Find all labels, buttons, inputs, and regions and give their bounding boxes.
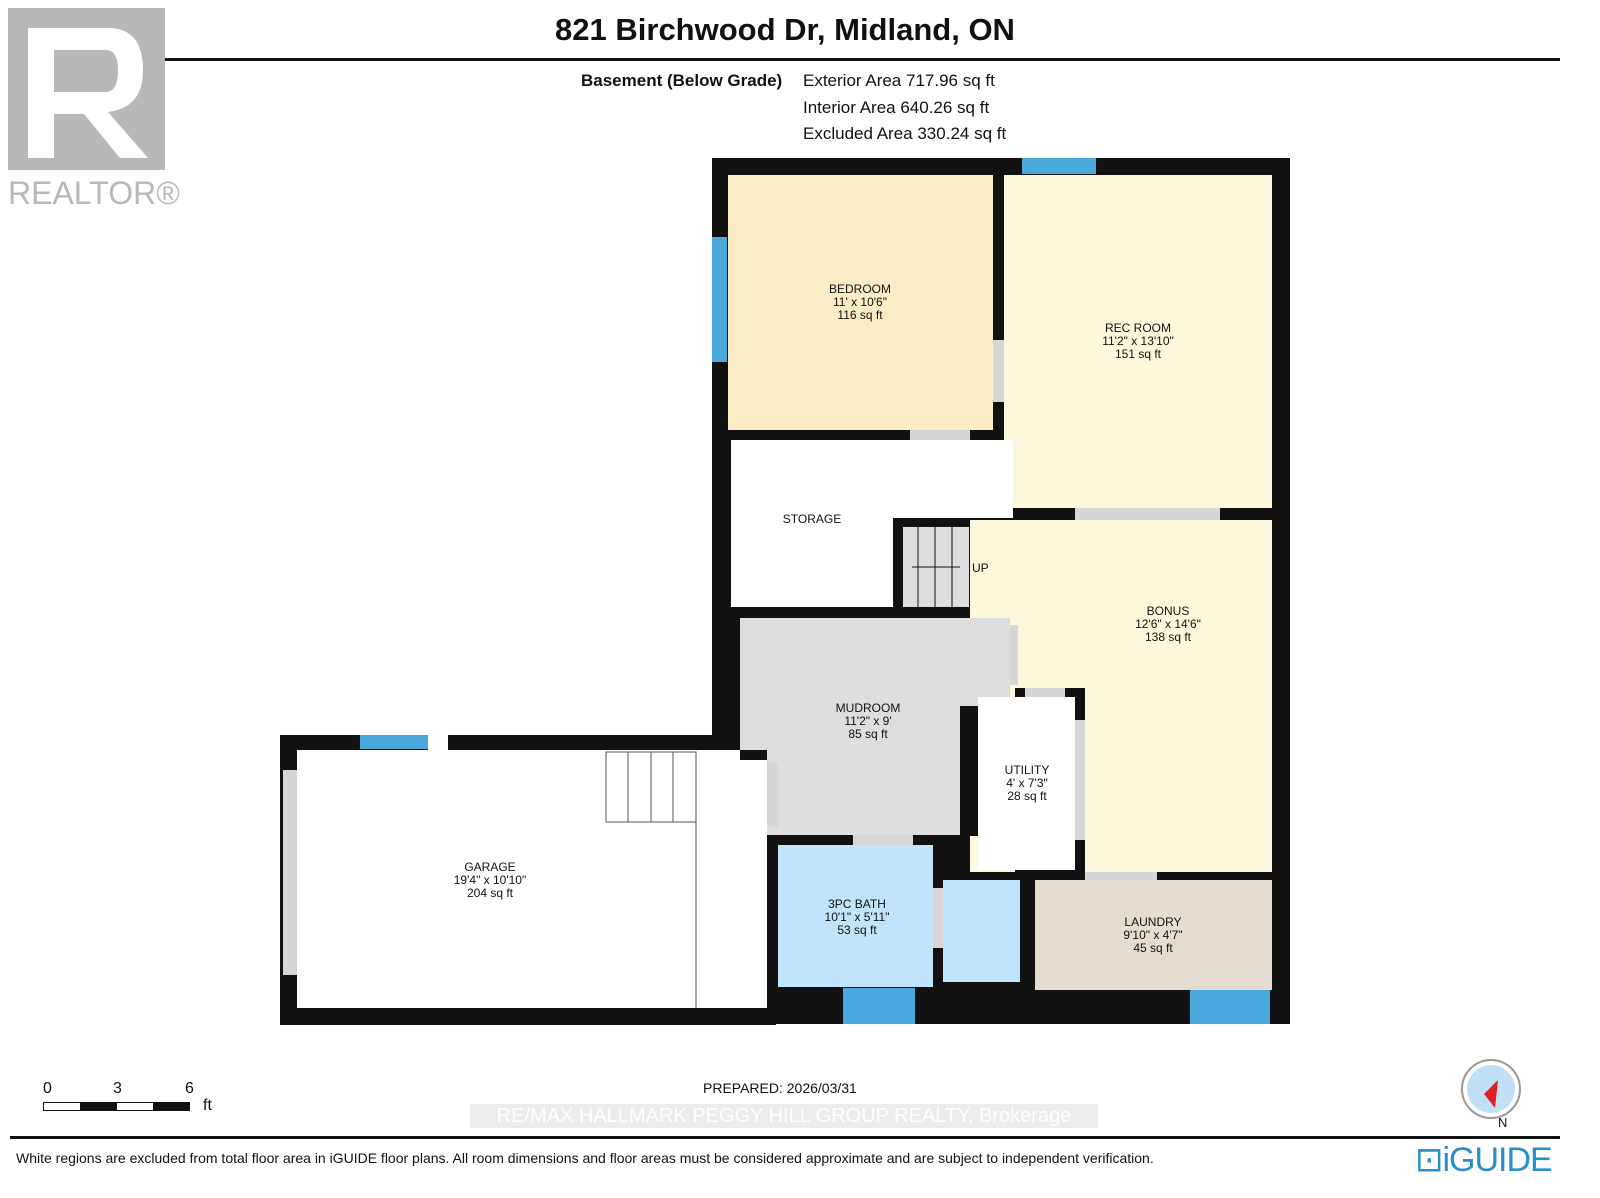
realtor-logo-mark: REALTOR® [8, 8, 180, 211]
windows [360, 158, 1270, 1024]
doors [283, 340, 1220, 975]
footer-divider [10, 1136, 1560, 1139]
scale-bar [43, 1102, 190, 1111]
scale-unit: ft [203, 1097, 212, 1114]
room-3pc-bath [778, 845, 933, 987]
interior-area: Interior Area 640.26 sq ft [803, 98, 990, 117]
realtor-logo: REALTOR® [8, 8, 183, 218]
compass-icon [1461, 1059, 1521, 1119]
scale-tick-6: 6 [185, 1080, 194, 1097]
scale-tick-3: 3 [113, 1080, 122, 1097]
room-rec-room [1004, 175, 1272, 508]
svg-text:REALTOR®: REALTOR® [8, 175, 180, 211]
exterior-area: Exterior Area 717.96 sq ft [803, 71, 995, 90]
header-divider [10, 58, 1560, 61]
stairs-up-label: UP [972, 561, 989, 575]
room-bedroom [728, 175, 993, 430]
iguide-logo: ⊡iGUIDE [1415, 1141, 1553, 1179]
compass-north-label: N [1498, 1115, 1508, 1130]
excluded-area: Excluded Area 330.24 sq ft [803, 124, 1007, 143]
scale-tick-0: 0 [43, 1080, 52, 1097]
room-bath-closet [943, 880, 1020, 982]
prepared-date: PREPARED: 2026/03/31 [703, 1080, 857, 1096]
room-utility [978, 697, 1075, 870]
room-laundry [1035, 880, 1272, 990]
floor-name: Basement (Below Grade) [581, 71, 783, 90]
iguide-camera-icon: ⊡ [1415, 1141, 1443, 1179]
watermark: RE/MAX HALLMARK PEGGY HILL GROUP REALTY,… [470, 1104, 1098, 1128]
page-title: 821 Birchwood Dr, Midland, ON [555, 12, 1015, 47]
disclaimer: White regions are excluded from total fl… [16, 1150, 1154, 1166]
room-label-storage: STORAGE [782, 512, 842, 526]
